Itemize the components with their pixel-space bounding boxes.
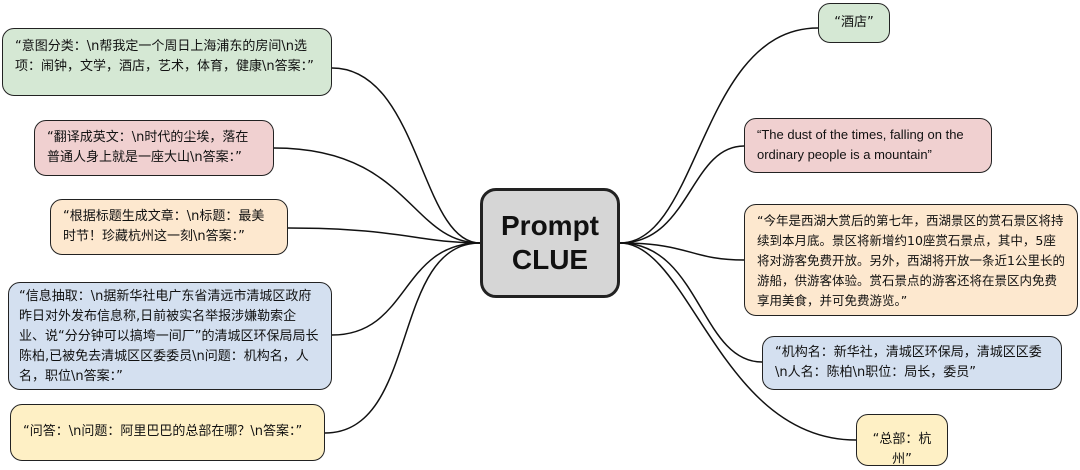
answer-text-hq: “总部：杭州”	[872, 432, 932, 467]
prompt-text-article: “根据标题生成文章：\n标题：最美时节！珍藏杭州这一刻\n答案：”	[63, 209, 265, 244]
connector-prompt-generate	[287, 227, 481, 244]
connector-answer-translation	[619, 145, 745, 244]
connector-answer-article	[619, 242, 745, 261]
prompt-text-translation: “翻译成英文：\n时代的尘埃，落在普通人身上就是一座大山\n答案：”	[47, 130, 249, 165]
connector-answer-hq	[619, 242, 857, 441]
connector-answer-hotel	[619, 27, 819, 244]
center-title-line1: Prompt	[501, 210, 599, 241]
prompt-node-qa: “问答：\n问题：阿里巴巴的总部在哪？\n答案：”	[10, 404, 325, 461]
prompt-text-intent: “意图分类：\n帮我定一个周日上海浦东的房间\n选项：闹钟，文学，酒店，艺术，体…	[15, 39, 314, 74]
answer-text-article: “今年是西湖大赏后的第七年，西湖景区的赏石景区将持续到本月底。景区将新增约10座…	[757, 213, 1065, 308]
answer-text-translation: “The dust of the times, falling on the o…	[757, 127, 964, 162]
answer-node-hq: “总部：杭州”	[856, 414, 948, 467]
connector-answer-extraction	[619, 242, 763, 363]
answer-node-extraction: “机构名：新华社，清城区环保局，清城区区委\n人名：陈柏\n职位：局长，委员”	[762, 336, 1062, 390]
answer-node-translation: “The dust of the times, falling on the o…	[744, 118, 992, 173]
prompt-node-intent-classification: “意图分类：\n帮我定一个周日上海浦东的房间\n选项：闹钟，文学，酒店，艺术，体…	[2, 28, 332, 96]
connector-prompt-translate	[273, 147, 481, 244]
prompt-node-article-generation: “根据标题生成文章：\n标题：最美时节！珍藏杭州这一刻\n答案：”	[50, 199, 288, 255]
connector-prompt-qa	[324, 242, 481, 434]
connector-prompt-extract	[331, 242, 481, 336]
prompt-node-translation: “翻译成英文：\n时代的尘埃，落在普通人身上就是一座大山\n答案：”	[34, 120, 274, 176]
answer-node-hotel: “酒店”	[818, 3, 890, 43]
answer-text-extraction: “机构名：新华社，清城区环保局，清城区区委\n人名：陈柏\n职位：局长，委员”	[775, 345, 1042, 380]
answer-text-hotel: “酒店”	[834, 15, 874, 30]
answer-node-article: “今年是西湖大赏后的第七年，西湖景区的赏石景区将持续到本月底。景区将新增约10座…	[744, 204, 1078, 316]
prompt-text-extraction: “信息抽取：\n据新华社电广东省清远市清城区政府昨日对外发布信息称,日前被实名举…	[19, 289, 319, 384]
center-node-promptclue: Prompt CLUE	[480, 188, 620, 298]
connector-prompt-intent	[331, 67, 481, 244]
prompt-node-information-extraction: “信息抽取：\n据新华社电广东省清远市清城区政府昨日对外发布信息称,日前被实名举…	[8, 282, 332, 390]
center-title-line2: CLUE	[511, 244, 589, 275]
prompt-text-qa: “问答：\n问题：阿里巴巴的总部在哪？\n答案：”	[23, 424, 303, 439]
